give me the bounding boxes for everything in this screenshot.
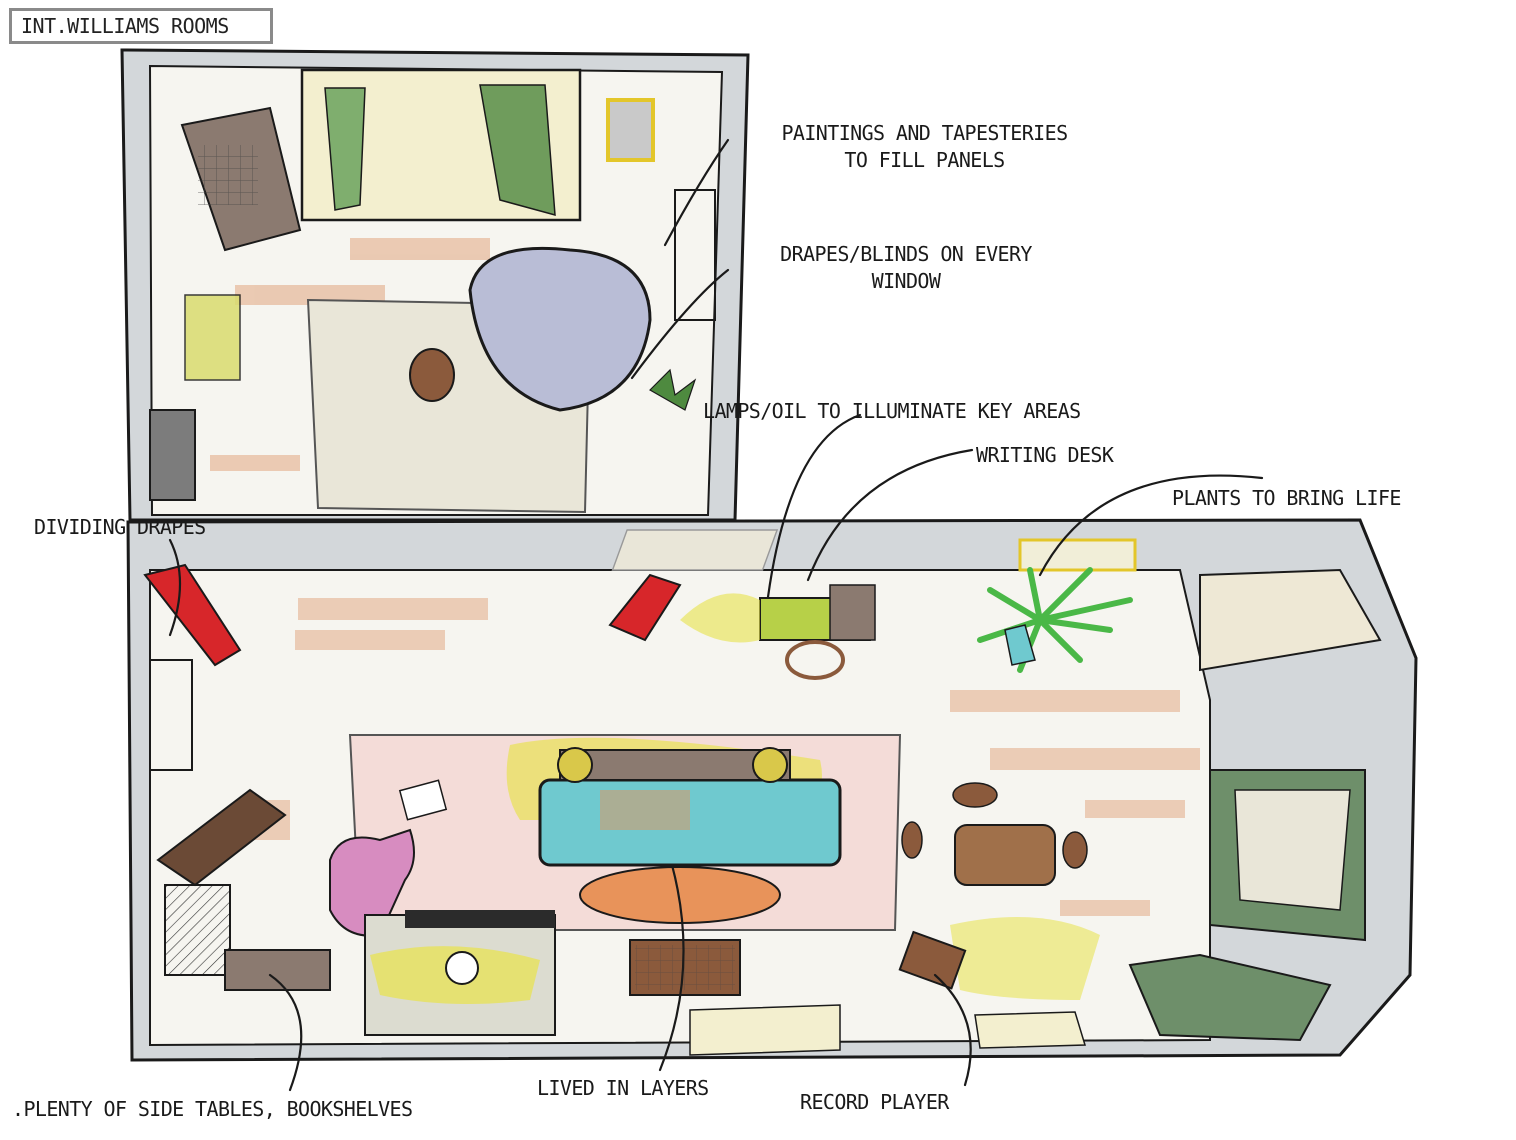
right-window: [1199, 568, 1382, 672]
leader-paintings: [663, 138, 730, 247]
note-writing-desk: WRITING DESK: [976, 443, 1114, 467]
dining-chair-3: [1062, 831, 1088, 869]
left-shelf: [156, 788, 287, 887]
wall-picture-1: [611, 529, 779, 571]
low-bookshelf: [224, 949, 331, 991]
note-drapes-line1: DRAPES/BLINDS ON EVERY: [780, 242, 1032, 266]
dividing-drape-left: [143, 563, 242, 667]
sofa-cushion: [600, 790, 690, 830]
leader-plants: [1038, 474, 1264, 577]
dividing-drape-right: [608, 573, 682, 642]
upper-armchair: [468, 246, 652, 412]
upper-stool: [409, 348, 455, 402]
bottom-rug-2: [974, 1011, 1087, 1049]
dining-table: [954, 824, 1056, 886]
lamp-glow: [680, 593, 760, 643]
drape-right: [479, 84, 556, 217]
leader-writing-desk: [806, 448, 974, 582]
tv: [405, 910, 555, 928]
leader-lived-in: [658, 863, 685, 1072]
sofa-back: [559, 749, 791, 781]
bed-sheet: [1234, 789, 1351, 911]
upper-side-chair: [184, 294, 241, 381]
lower-floor-planks: [250, 598, 1200, 916]
left-fireplace: [149, 659, 193, 771]
note-side-tables: .PLENTY OF SIDE TABLES, BOOKSHELVES: [12, 1097, 413, 1121]
upper-painting-2: [149, 409, 196, 501]
desk-cabinet: [829, 584, 876, 641]
page-title: INT.WILLIAMS ROOMS: [9, 8, 273, 44]
upper-painting-1: [606, 98, 655, 162]
note-paintings-line1: PAINTINGS AND TAPESTERIES: [781, 121, 1068, 145]
lower-room: [126, 518, 1418, 1062]
note-drapes-line2: WINDOW: [871, 269, 941, 293]
wall-picture-2: [1018, 538, 1137, 572]
note-plants: PLANTS TO BRING LIFE: [1172, 486, 1401, 510]
lower-right-bed: [1128, 953, 1332, 1042]
leader-record-player: [933, 973, 972, 1087]
note-record-player: RECORD PLAYER: [800, 1090, 949, 1114]
leader-lamps: [766, 413, 862, 599]
record-player-glow: [950, 917, 1100, 1000]
leader-lines: [168, 138, 1264, 1092]
coffee-table: [579, 866, 781, 924]
media-speaker: [445, 951, 479, 985]
wood-crate-slats: [635, 945, 735, 990]
dining-chair-1: [952, 782, 998, 808]
open-book: [398, 779, 448, 821]
bookshelf-books: [198, 145, 258, 205]
side-lamp-right: [752, 747, 788, 783]
note-paintings-line2: TO FILL PANELS: [844, 148, 1005, 172]
upper-room: [120, 48, 750, 522]
pink-armchair: [329, 828, 415, 937]
note-drapes-blinds: DRAPES/BLINDS ON EVERY WINDOW: [736, 241, 1076, 295]
note-dividing-drapes: DIVIDING DRAPES: [34, 515, 206, 539]
palm-plant: [977, 567, 1133, 673]
drape-left: [324, 87, 366, 211]
record-player: [898, 930, 967, 990]
leader-drapes-blinds: [630, 268, 730, 380]
left-bookshelf: [164, 884, 231, 976]
note-lived-in: LIVED IN LAYERS: [537, 1076, 709, 1100]
note-paintings: PAINTINGS AND TAPESTERIES TO FILL PANELS: [732, 120, 1117, 174]
side-lamp-left: [557, 747, 593, 783]
leader-dividing-drapes: [168, 538, 182, 637]
note-lamps: LAMPS/OIL TO ILLUMINATE KEY AREAS: [703, 399, 1081, 423]
desk-chair: [785, 640, 845, 680]
leader-side-tables: [268, 973, 303, 1092]
plant-pot: [1004, 624, 1036, 666]
upper-plant: [649, 368, 697, 411]
dining-chair-2: [901, 821, 923, 859]
bottom-rug: [689, 1004, 841, 1056]
